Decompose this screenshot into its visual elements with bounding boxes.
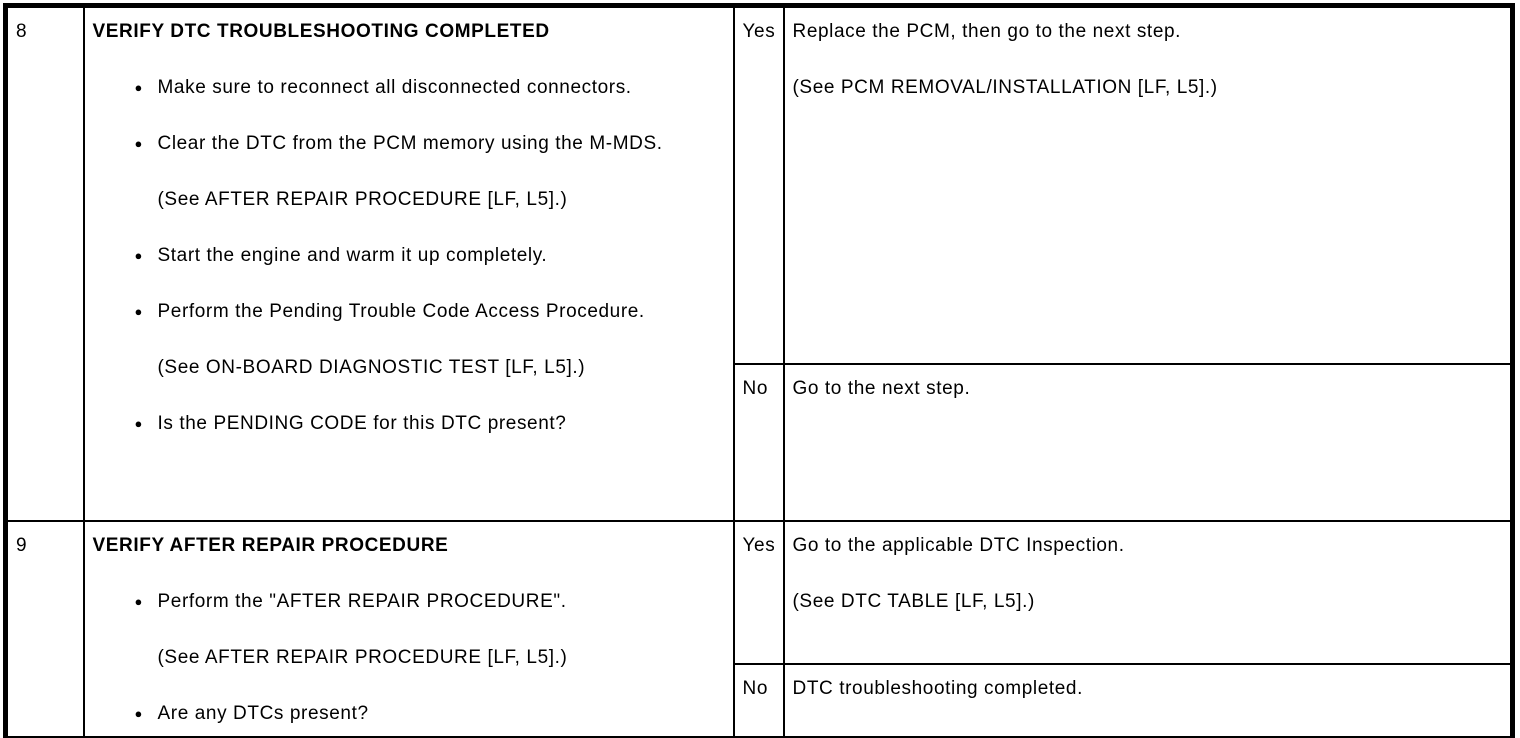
step-8-no-row: No Go to the next step. <box>6 362 1514 522</box>
list-item-text: Make sure to reconnect all disconnected … <box>157 77 632 98</box>
list-item: ● Clear the DTC from the PCM memory usin… <box>93 130 725 158</box>
list-item: ● Make sure to reconnect all disconnecte… <box>93 74 725 102</box>
list-item-text: Perform the Pending Trouble Code Access … <box>157 301 645 322</box>
action-line: Go to the applicable DTC Inspection. <box>792 534 1125 556</box>
bullet-icon: ● <box>134 136 143 151</box>
step-9-no-action-cell: DTC troubleshooting completed. <box>782 662 1514 738</box>
see-reference-note: (See ON-BOARD DIAGNOSTIC TEST [LF, L5].) <box>157 357 586 378</box>
step-9-yes-label-cell: Yes <box>732 519 785 665</box>
list-item: ● Perform the "AFTER REPAIR PROCEDURE". <box>93 588 725 616</box>
step-8-no-action-cell: Go to the next step. <box>782 362 1514 522</box>
step-8-yes-action-cell: Replace the PCM, then go to the next ste… <box>782 4 1514 365</box>
bullet-icon: ● <box>134 593 143 609</box>
step-9-yes-action-cell: Go to the applicable DTC Inspection. (Se… <box>782 519 1514 665</box>
list-item: ● Is the PENDING CODE for this DTC prese… <box>93 410 725 438</box>
list-item-text: Is the PENDING CODE for this DTC present… <box>157 413 567 434</box>
action-line: DTC troubleshooting completed. <box>792 677 1083 699</box>
list-item: ● Are any DTCs present? <box>93 700 725 728</box>
action-line: Go to the next step. <box>792 377 971 399</box>
list-item-text: Start the engine and warm it up complete… <box>157 245 548 266</box>
list-item-text: Perform the "AFTER REPAIR PROCEDURE". <box>157 590 567 612</box>
bullet-icon: ● <box>134 304 143 319</box>
step-9-yes-row: 9 VERIFY AFTER REPAIR PROCEDURE ● Perfor… <box>4 519 1514 738</box>
step-8-yes-label-cell: Yes <box>732 4 785 365</box>
see-reference-note: (See DTC TABLE [LF, L5].) <box>792 590 1035 612</box>
bullet-icon: ● <box>134 416 143 431</box>
see-reference-note: (See AFTER REPAIR PROCEDURE [LF, L5].) <box>157 646 568 668</box>
list-item-text: Clear the DTC from the PCM memory using … <box>157 133 663 154</box>
bullet-icon: ● <box>134 705 143 721</box>
step-8-number-cell: 8 <box>4 4 85 522</box>
step-8-no-label-cell: No <box>732 362 785 522</box>
see-reference-note: (See AFTER REPAIR PROCEDURE [LF, L5].) <box>157 189 568 210</box>
step-9-title: VERIFY AFTER REPAIR PROCEDURE <box>92 534 449 556</box>
step-9-no-row: No DTC troubleshooting completed. <box>6 662 1514 738</box>
see-reference-note: (See PCM REMOVAL/INSTALLATION [LF, L5].) <box>792 77 1218 98</box>
step-9-no-label-cell: No <box>732 662 785 738</box>
list-item-text: Are any DTCs present? <box>157 702 369 724</box>
bullet-icon: ● <box>134 80 143 95</box>
step-8-inspection-cell: VERIFY DTC TROUBLESHOOTING COMPLETED ● M… <box>82 4 735 522</box>
dtc-troubleshooting-table: 8 VERIFY DTC TROUBLESHOOTING COMPLETED ●… <box>3 3 1515 738</box>
list-item: ● Perform the Pending Trouble Code Acces… <box>93 298 725 326</box>
action-line: Replace the PCM, then go to the next ste… <box>792 21 1182 42</box>
bullet-icon: ● <box>134 248 143 263</box>
step-8-yes-row: 8 VERIFY DTC TROUBLESHOOTING COMPLETED ●… <box>4 4 1514 522</box>
step-9-inspection-cell: VERIFY AFTER REPAIR PROCEDURE ● Perform … <box>82 519 735 738</box>
step-8-title: VERIFY DTC TROUBLESHOOTING COMPLETED <box>92 21 550 42</box>
list-item: ● Start the engine and warm it up comple… <box>93 242 725 270</box>
step-9-number-cell: 9 <box>4 519 85 738</box>
